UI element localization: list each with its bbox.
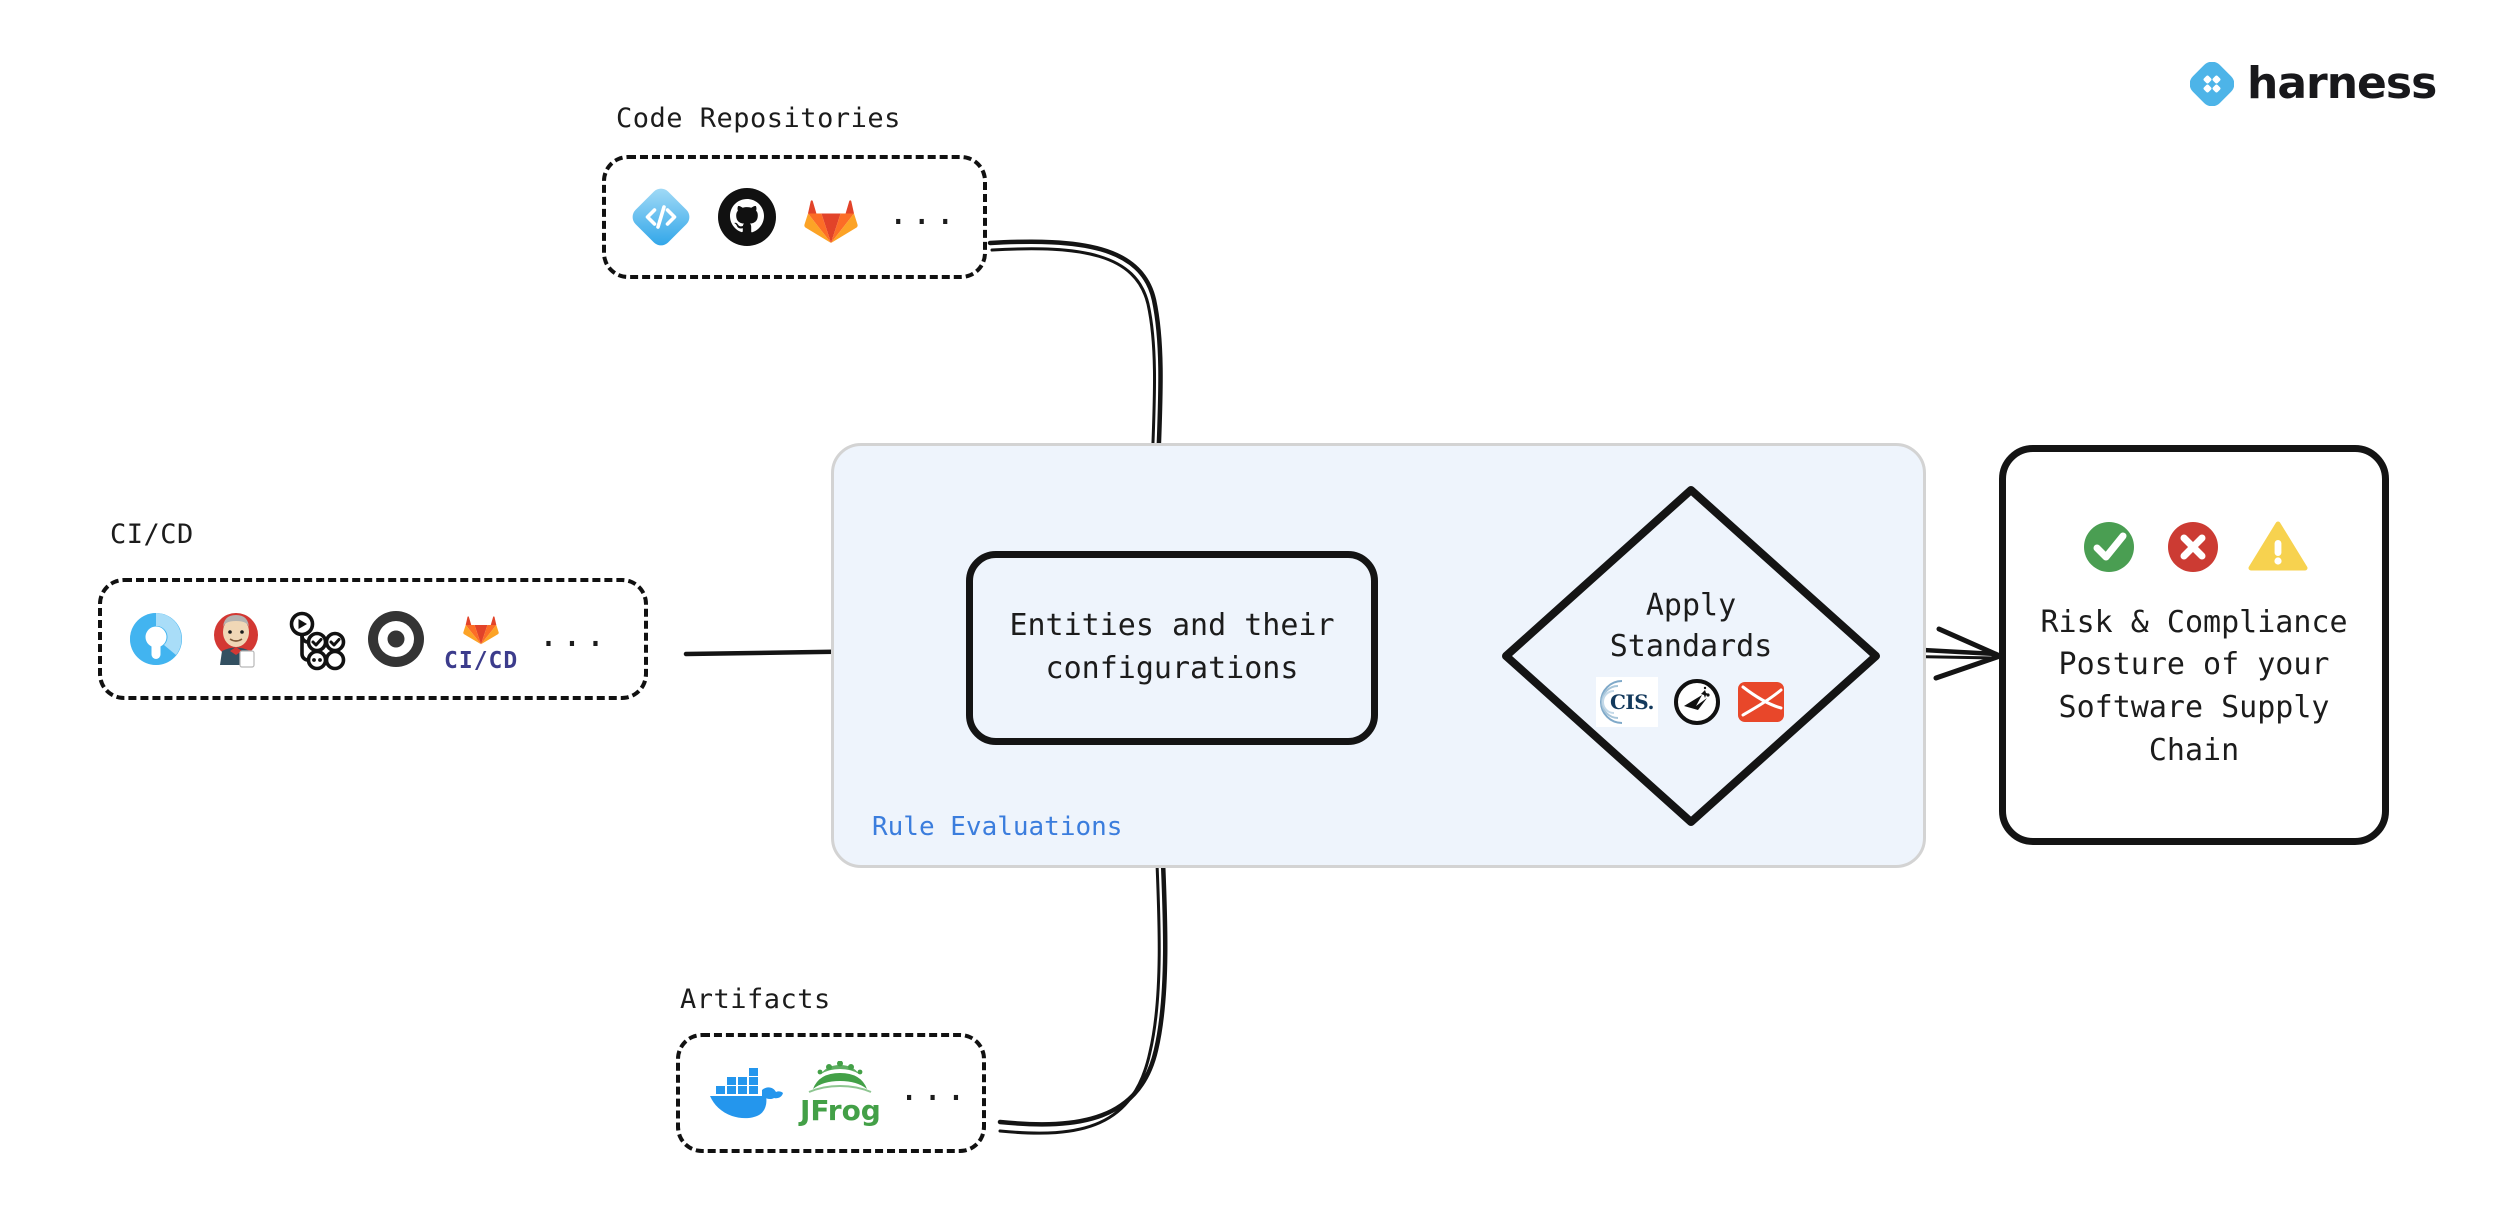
- openssf-scorecard-icon: [1674, 679, 1720, 726]
- harness-logo: harness: [2190, 58, 2437, 109]
- jfrog-icon: JFrog: [800, 1061, 881, 1125]
- artifacts-caption: Artifacts: [680, 984, 831, 1015]
- slsa-icon: [1738, 682, 1784, 723]
- code-repositories-icons: ...: [606, 184, 980, 250]
- harness-mark-icon: [2190, 62, 2234, 106]
- artifacts-group[interactable]: JFrog ...: [676, 1033, 986, 1153]
- cicd-group[interactable]: CI/CD ...: [98, 578, 648, 700]
- github-icon: [718, 188, 776, 246]
- github-actions-icon: [289, 611, 346, 671]
- diamond-shape: [1502, 486, 1880, 826]
- gitlab-icon: [804, 200, 858, 243]
- status-icons: [2080, 518, 2308, 576]
- code-repositories-caption: Code Repositories: [616, 103, 901, 134]
- cicd-caption: CI/CD: [110, 519, 194, 550]
- rule-evaluations-label: Rule Evaluations: [872, 812, 1123, 842]
- standards-icons: CIS.: [1596, 677, 1786, 728]
- cis-icon: CIS.: [1596, 677, 1658, 728]
- cicd-ellipsis: ...: [538, 615, 609, 655]
- code-repositories-group[interactable]: ...: [602, 155, 987, 279]
- outcome-text: Risk & Compliance Posture of your Softwa…: [2040, 604, 2348, 768]
- jfrog-label: JFrog: [800, 1094, 881, 1127]
- apply-standards-node[interactable]: Apply Standards CIS.: [1496, 480, 1886, 832]
- harness-wordmark: harness: [2247, 58, 2437, 109]
- gitlab-cicd-icon: CI/CD: [444, 605, 518, 673]
- error-cross-icon: [2168, 521, 2218, 572]
- apply-standards-text: Apply Standards: [1609, 587, 1773, 664]
- harness-ci-icon: [130, 613, 182, 665]
- gitlab-cicd-label: CI/CD: [444, 648, 519, 674]
- artifacts-ellipsis: ...: [898, 1069, 970, 1109]
- docker-icon: [710, 1068, 783, 1119]
- cicd-icons: CI/CD ...: [102, 605, 631, 673]
- cis-label: CIS.: [1610, 690, 1654, 715]
- entities-box[interactable]: Entities and their configurations: [966, 551, 1378, 745]
- harness-code-icon: [632, 188, 690, 246]
- arrowhead-outcome: [1933, 626, 2003, 681]
- artifacts-icons: JFrog ...: [680, 1060, 991, 1126]
- jenkins-icon: [214, 613, 258, 668]
- entities-text: Entities and their configurations: [1009, 608, 1335, 686]
- outcome-box[interactable]: Risk & Compliance Posture of your Softwa…: [1999, 445, 2389, 845]
- success-check-icon: [2084, 521, 2134, 572]
- circleci-icon: [368, 611, 428, 667]
- code-repositories-ellipsis: ...: [888, 193, 959, 233]
- warning-triangle-icon: [2248, 521, 2308, 571]
